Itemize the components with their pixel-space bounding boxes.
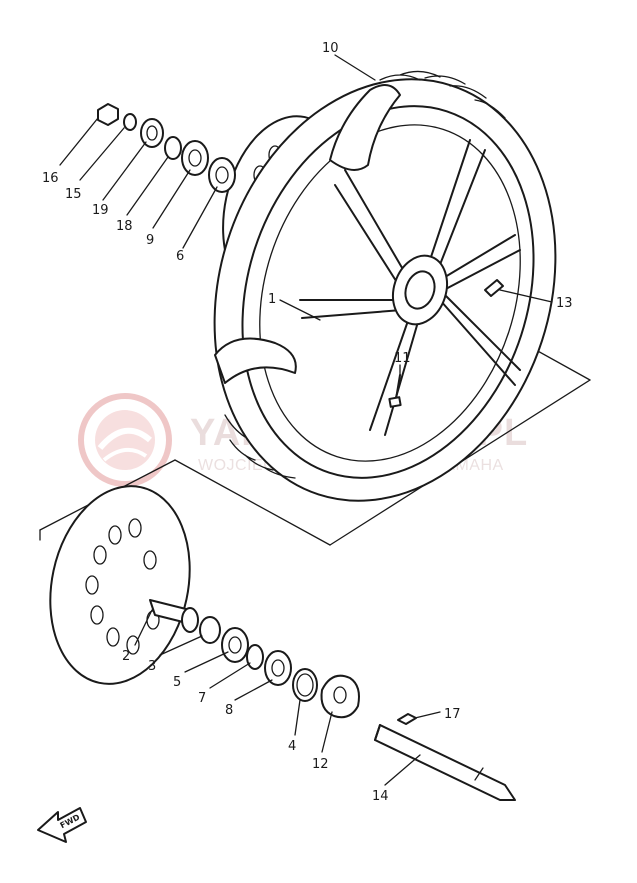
callout-13: 13 bbox=[556, 296, 573, 311]
direction-marker: FWD bbox=[37, 807, 87, 843]
callout-1: 1 bbox=[268, 292, 276, 307]
part-bearing-lower bbox=[221, 627, 249, 663]
callout-8: 8 bbox=[225, 703, 233, 718]
balance-weight bbox=[484, 279, 504, 297]
part-nut bbox=[97, 103, 119, 126]
part-bearing-2 bbox=[208, 157, 236, 193]
callout-2: 2 bbox=[122, 649, 130, 664]
callout-14: 14 bbox=[372, 789, 389, 804]
upper-parts-stack bbox=[97, 103, 236, 193]
part-bearing bbox=[181, 140, 209, 176]
lower-parts-stack bbox=[149, 599, 360, 719]
callout-5: 5 bbox=[173, 675, 181, 690]
tire-cutaway-top bbox=[329, 84, 401, 171]
callouts: 10 1 11 13 16 15 19 18 9 6 2 3 5 7 8 4 1… bbox=[42, 41, 573, 804]
callout-11: 11 bbox=[394, 351, 411, 366]
rim-inner bbox=[259, 124, 521, 462]
part-washer bbox=[123, 113, 137, 131]
tire-tread bbox=[224, 70, 506, 479]
callout-7: 7 bbox=[198, 691, 206, 706]
callout-12: 12 bbox=[312, 757, 329, 772]
tire-cutaway-bottom bbox=[214, 337, 297, 384]
callout-19: 19 bbox=[92, 203, 109, 218]
leader-lines bbox=[59, 54, 553, 786]
watermark-logo-icon bbox=[78, 393, 172, 487]
part-circlip bbox=[246, 644, 264, 670]
lower-brake-disc bbox=[49, 485, 191, 685]
callout-18: 18 bbox=[116, 219, 133, 234]
part-oil-seal-lower bbox=[264, 650, 292, 686]
callout-6: 6 bbox=[176, 249, 184, 264]
part-spacer-lower bbox=[199, 616, 221, 644]
part-spacer bbox=[164, 136, 182, 160]
callout-17: 17 bbox=[444, 707, 461, 722]
callout-10: 10 bbox=[322, 41, 339, 56]
wheel-hub bbox=[392, 254, 448, 326]
wheel-assembly bbox=[213, 70, 557, 502]
wheel-axle bbox=[374, 713, 516, 801]
callout-4: 4 bbox=[288, 739, 296, 754]
arrow-forward-icon bbox=[37, 807, 87, 843]
part-gear-housing bbox=[320, 674, 360, 719]
rim-outer bbox=[241, 105, 535, 479]
callout-3: 3 bbox=[148, 659, 156, 674]
part-cotter-pin bbox=[397, 713, 417, 725]
callout-9: 9 bbox=[146, 233, 154, 248]
callout-16: 16 bbox=[42, 171, 59, 186]
callout-15: 15 bbox=[65, 187, 82, 202]
part-oil-seal bbox=[140, 118, 164, 148]
